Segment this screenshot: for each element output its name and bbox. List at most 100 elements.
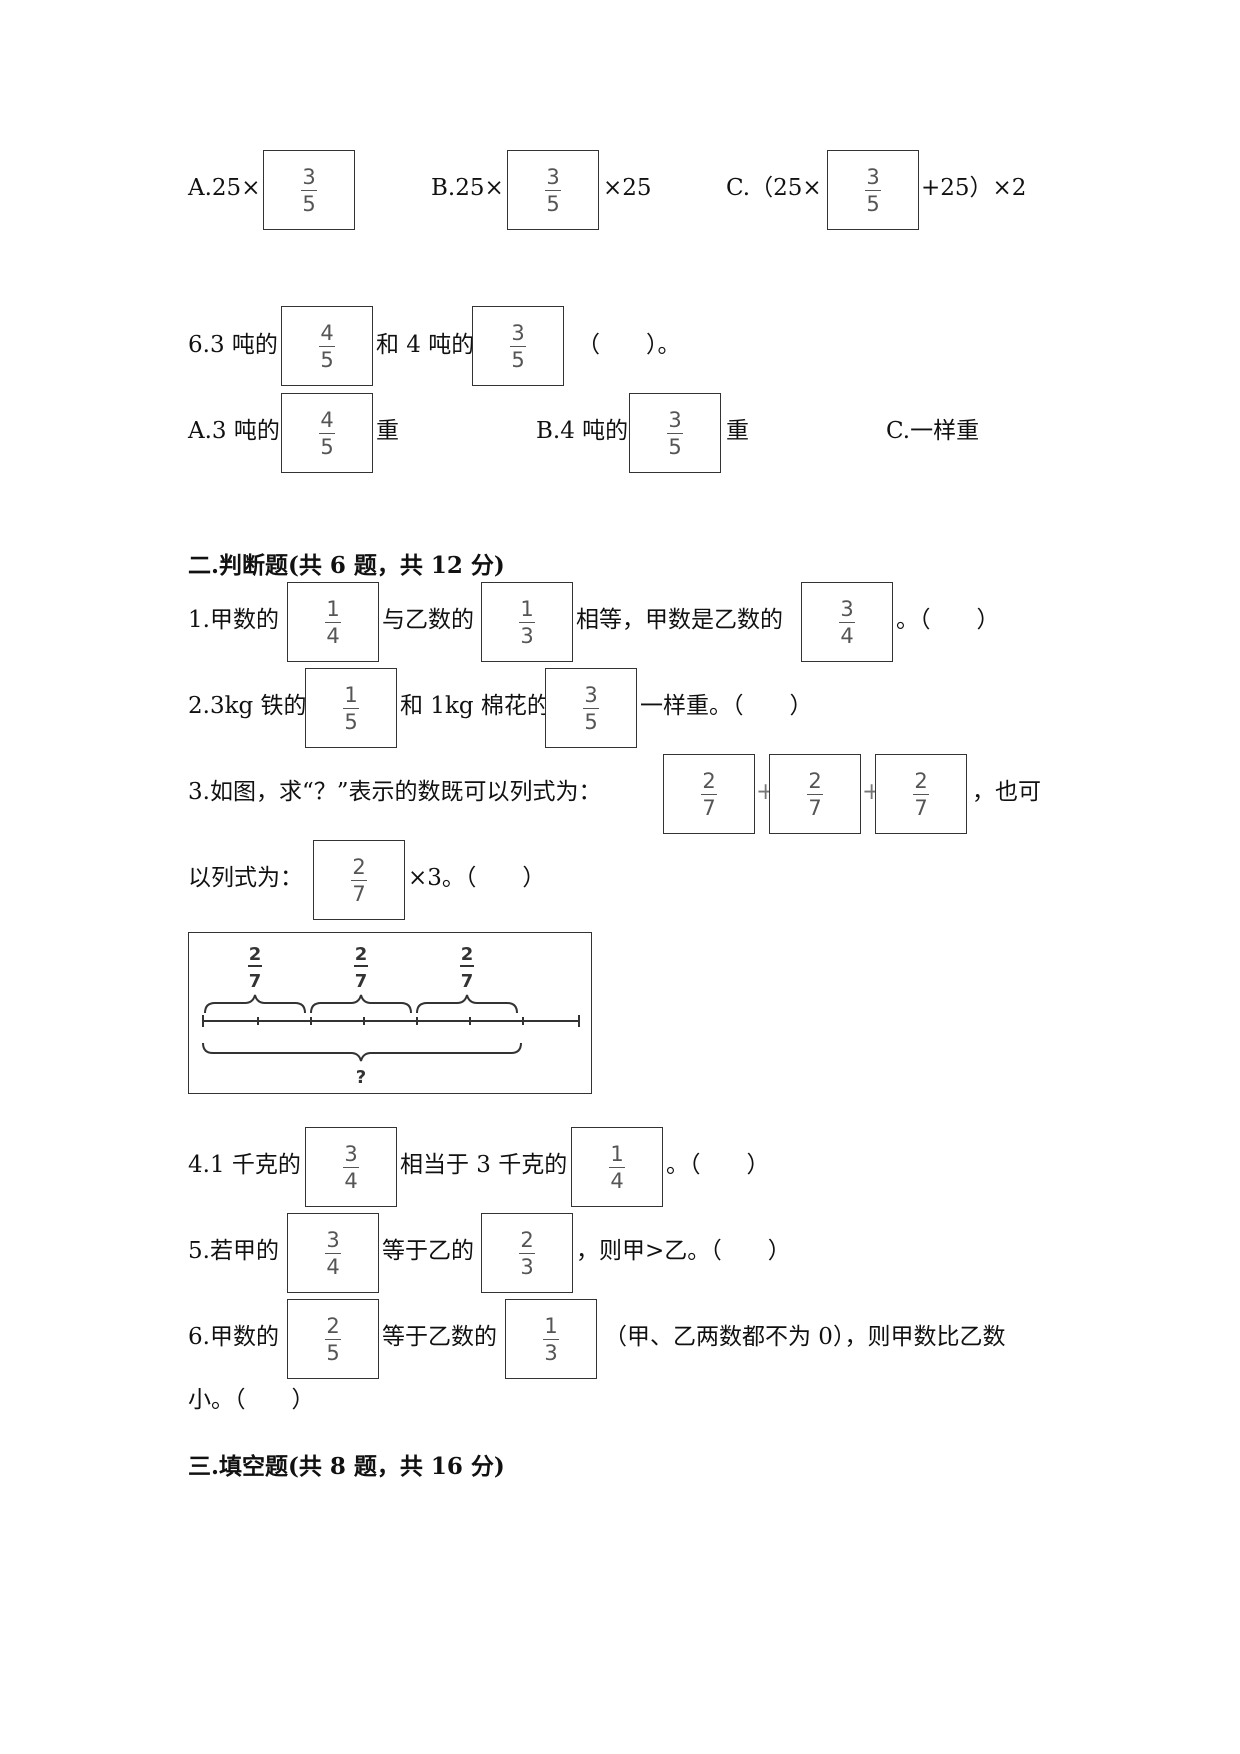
q6-stem-suffix: （ ）。: [577, 332, 681, 358]
numerator: 3: [302, 164, 316, 189]
denominator: 4: [326, 623, 340, 648]
numerator: 3: [584, 682, 598, 707]
q5-option-b-suffix: ×25: [603, 175, 652, 201]
denominator: 4: [610, 1168, 624, 1193]
numerator: 3: [668, 407, 682, 432]
j1-suffix: 。（ ）: [896, 607, 1000, 633]
denominator: 7: [702, 795, 716, 820]
q6-stem-prefix: 6.3 吨的: [188, 332, 278, 358]
top-labels: 2 7 2 7 2 7: [248, 944, 474, 992]
brace-1: [204, 994, 306, 1014]
j2-suffix: 一样重。（ ）: [640, 693, 813, 719]
label-2-den: 7: [355, 971, 368, 992]
denominator: 3: [520, 1254, 534, 1279]
j3-line2-suffix: ×3。（ ）: [408, 865, 546, 891]
numerator: 2: [520, 1227, 534, 1252]
denominator: 5: [302, 191, 316, 216]
section-2-title: 二.判断题(共 6 题，共 12 分): [188, 552, 505, 579]
numerator: 1: [344, 682, 358, 707]
j1-prefix: 1.甲数的: [188, 607, 279, 633]
denominator: 5: [866, 191, 880, 216]
denominator: 3: [520, 623, 534, 648]
j1-mid1: 与乙数的: [382, 607, 474, 633]
q6-option-b-text: B.4 吨的: [536, 418, 629, 444]
label-1-den: 7: [249, 971, 262, 992]
question-mark-label: ?: [356, 1067, 366, 1088]
q5-option-b-text: B.25×: [431, 175, 504, 201]
label-1-num: 2: [249, 944, 262, 965]
j6-suffix: （甲、乙两数都不为 0），则甲数比乙数: [604, 1324, 1006, 1350]
q5-option-c-suffix: +25）×2: [921, 175, 1027, 201]
label-3-den: 7: [461, 971, 474, 992]
q6-option-b-suffix: 重: [726, 418, 749, 444]
denominator: 5: [326, 1340, 340, 1365]
q6-option-a-suffix: 重: [376, 418, 399, 444]
denominator: 4: [840, 623, 854, 648]
label-3-num: 2: [461, 944, 474, 965]
numerator: 2: [702, 768, 716, 793]
numerator: 1: [520, 596, 534, 621]
brace-2: [310, 994, 412, 1014]
denominator: 5: [320, 434, 334, 459]
denominator: 5: [511, 347, 525, 372]
j3-segment-diagram: 2 7 2 7 2 7 ?: [188, 932, 592, 1094]
j5-suffix: ，则甲>乙。（ ）: [576, 1238, 791, 1264]
q6-option-a-text: A.3 吨的: [188, 418, 280, 444]
q5-option-c-text: C.（25×: [726, 175, 822, 201]
denominator: 5: [668, 434, 682, 459]
j3-mid: ，也可: [972, 779, 1041, 805]
j4-mid: 相当于 3 千克的: [400, 1152, 568, 1178]
numerator: 1: [326, 596, 340, 621]
denominator: 3: [544, 1340, 558, 1365]
q6-option-c-text: C.一样重: [886, 418, 980, 444]
numerator: 2: [914, 768, 928, 793]
numerator: 1: [544, 1313, 558, 1338]
q5-option-a-text: A.25×: [188, 175, 261, 201]
j6-line2: 小。（ ）: [188, 1387, 315, 1413]
denominator: 7: [914, 795, 928, 820]
brace-3: [416, 994, 518, 1014]
j1-mid2: 相等，甲数是乙数的: [576, 607, 783, 633]
numerator: 4: [320, 407, 334, 432]
numerator: 3: [326, 1227, 340, 1252]
numerator: 2: [326, 1313, 340, 1338]
j3-line2-prefix: 以列式为：: [188, 865, 303, 891]
q6-stem-mid: 和 4 吨的: [376, 332, 475, 358]
number-line: [202, 1015, 580, 1027]
j3-prefix: 3.如图，求“？”表示的数既可以列式为：: [188, 779, 602, 805]
bottom-brace: [202, 1042, 522, 1062]
denominator: 5: [584, 709, 598, 734]
numerator: 2: [808, 768, 822, 793]
j5-prefix: 5.若甲的: [188, 1238, 279, 1264]
j2-mid: 和 1kg 棉花的: [400, 693, 550, 719]
denominator: 5: [320, 347, 334, 372]
numerator: 1: [610, 1141, 624, 1166]
section-3-title: 三.填空题(共 8 题，共 16 分): [188, 1453, 505, 1480]
numerator: 3: [546, 164, 560, 189]
j4-suffix: 。（ ）: [666, 1152, 770, 1178]
j5-mid: 等于乙的: [382, 1238, 474, 1264]
denominator: 4: [326, 1254, 340, 1279]
numerator: 3: [840, 596, 854, 621]
